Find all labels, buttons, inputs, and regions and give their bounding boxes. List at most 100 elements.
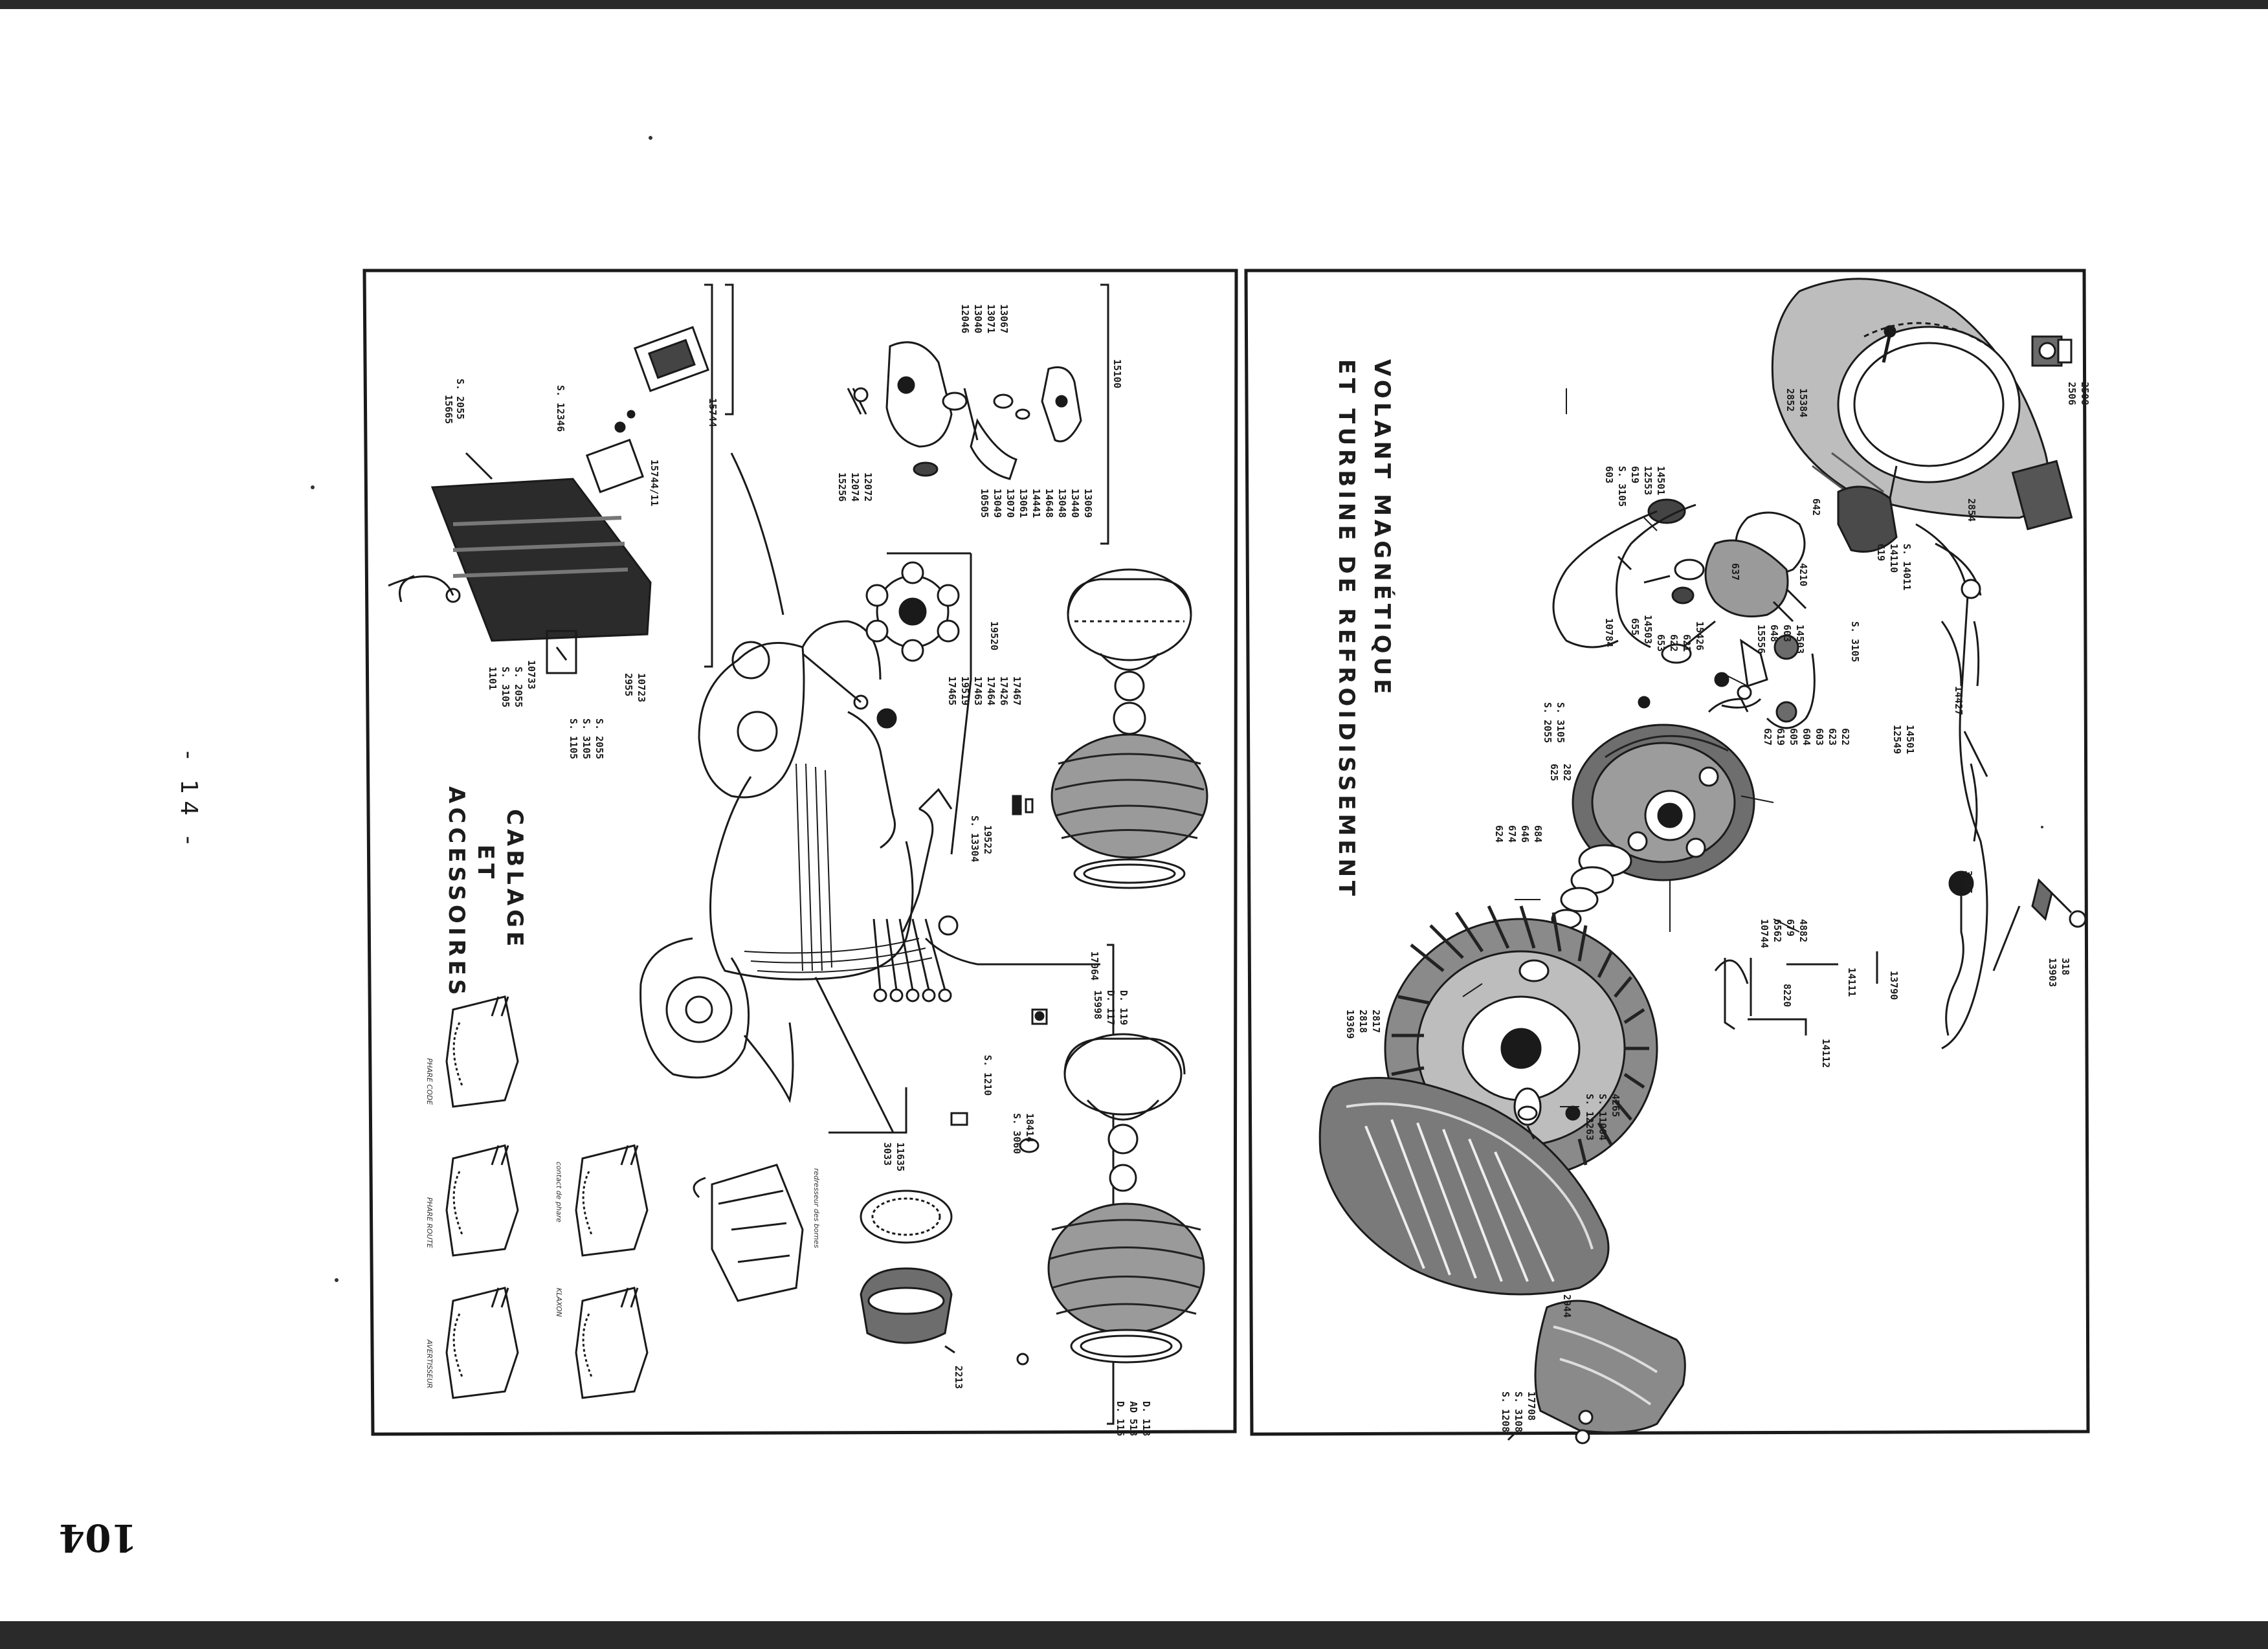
part-label: 12074	[849, 472, 861, 502]
part-label: 19522	[982, 825, 994, 855]
spark-plug-part	[1945, 870, 2087, 1036]
part-label: 13061	[1017, 489, 1029, 518]
part-label: 14110	[1888, 544, 1900, 573]
scan-speck	[311, 485, 315, 489]
cablage-title-accessoires: ACCESSOIRES	[443, 786, 469, 999]
part-label: 10744	[1759, 919, 1770, 949]
part-label: 2944	[1561, 1294, 1573, 1318]
part-label: 8220	[1781, 984, 1793, 1008]
part-label: 14441	[1030, 489, 1042, 518]
part-label: S. 3105	[1849, 621, 1861, 663]
star-knob-part	[865, 561, 960, 662]
part-label: 12549	[1891, 725, 1903, 755]
part-label: S. 1208	[1500, 1391, 1511, 1433]
part-label: 679	[1784, 919, 1796, 937]
part-label: D. 117	[1105, 990, 1117, 1026]
part-label: 282	[1561, 764, 1573, 782]
tail-lamp-part	[860, 1190, 955, 1354]
part-label: 642	[1810, 498, 1822, 516]
part-label: 11635	[895, 1142, 906, 1172]
scooter-body-illustration	[639, 620, 959, 1103]
part-label: 13440	[1069, 489, 1081, 518]
part-label: S. 3108	[1513, 1391, 1524, 1433]
part-label: 14112	[1820, 1039, 1832, 1068]
part-label: 13048	[1056, 489, 1068, 518]
part-label: 17467	[1011, 676, 1023, 706]
part-label: 603	[1814, 728, 1825, 746]
part-label: 2508	[2079, 382, 2091, 406]
leader-arrows	[730, 452, 978, 1133]
part-label: 624	[1493, 825, 1505, 843]
part-label: 622	[1668, 634, 1680, 652]
part-label: 637	[1729, 563, 1741, 581]
cablage-title-line1: CABLAGE	[502, 809, 528, 951]
part-label: 604	[1801, 728, 1812, 746]
fan-housing-cover	[1771, 278, 2073, 531]
part-label: S. 11004	[1597, 1094, 1608, 1141]
part-label: 627	[1762, 728, 1773, 746]
annotation: PHARE ROUTE	[425, 1197, 434, 1248]
part-label: 17465	[946, 676, 958, 706]
volant-title: VOLANT MAGNÉTIQUE	[1369, 359, 1395, 698]
part-label: 10505	[979, 489, 990, 518]
part-label: 10723	[636, 673, 647, 703]
rear-lamp-assembly	[950, 1008, 1205, 1366]
part-label: 13903	[2047, 958, 2058, 988]
part-label: D. 116	[1115, 1401, 1126, 1437]
spark-plug-cable	[1915, 523, 1988, 1050]
part-label: 17708	[1526, 1391, 1537, 1421]
part-label: 3935	[1962, 870, 1974, 894]
part-label: 15665	[443, 395, 454, 425]
annotation: redresseur des bornes	[812, 1168, 821, 1248]
page-number: 104	[58, 1516, 137, 1560]
part-label: 2817	[1370, 1010, 1382, 1034]
part-label: 19369	[1344, 1010, 1356, 1039]
cablage-title-line3: ACCESSOIRES	[443, 786, 469, 999]
part-label: 648	[1768, 625, 1780, 643]
part-label: S. 1210	[982, 1055, 994, 1096]
part-label: D. 119	[1118, 990, 1129, 1026]
part-label: 4210	[1797, 563, 1809, 587]
right-panel-brackets	[1507, 951, 1878, 1441]
left-panel-brackets	[704, 283, 1115, 1425]
part-label: 621	[1681, 634, 1693, 652]
ignition-coil-cluster	[1616, 465, 1898, 729]
part-label: S. 3105	[1616, 466, 1628, 507]
part-label: 14503	[1794, 625, 1806, 654]
scan-speck	[335, 1278, 339, 1282]
part-label: 653	[1655, 634, 1667, 652]
part-label: 2854	[1966, 498, 1977, 522]
part-label: 622	[1840, 728, 1851, 746]
part-label: 603	[1603, 466, 1615, 484]
part-label: 14501	[1655, 466, 1667, 496]
part-label: 13069	[1082, 489, 1094, 518]
part-label: 13790	[1888, 971, 1900, 1001]
part-label: 13070	[1005, 489, 1016, 518]
part-label: 4265	[1610, 1094, 1621, 1118]
part-label: AD 513	[1128, 1401, 1139, 1437]
part-label: 13071	[985, 304, 997, 334]
part-label: 17463	[972, 676, 984, 706]
part-label: 3033	[882, 1142, 893, 1166]
scan-top-edge	[0, 0, 2268, 9]
cooling-turbine-fan	[1384, 905, 1658, 1179]
volant-title-line1: VOLANT MAGNÉTIQUE	[1369, 359, 1395, 698]
part-label: 605	[1788, 728, 1799, 746]
wire-terminal-set	[873, 918, 952, 1002]
part-label: S. 3060	[1011, 1113, 1023, 1155]
part-label: 619	[1875, 544, 1887, 562]
part-label: 15426	[1694, 621, 1706, 651]
part-label: 15384	[1797, 388, 1809, 418]
part-label: S. 12346	[555, 385, 566, 432]
part-label: D. 118	[1140, 1401, 1152, 1437]
part-label: 15556	[1755, 625, 1767, 654]
part-label: S. 12263	[1584, 1094, 1595, 1141]
part-label: S. 3105	[500, 667, 511, 708]
part-label: 2818	[1357, 1010, 1369, 1034]
part-label: 318	[2060, 958, 2071, 976]
part-label: 646	[1519, 825, 1531, 843]
part-label: 15256	[836, 472, 848, 502]
part-label: 12072	[862, 472, 874, 502]
part-label: S. 2055	[1542, 702, 1553, 744]
headlamp-assembly	[1012, 568, 1208, 889]
